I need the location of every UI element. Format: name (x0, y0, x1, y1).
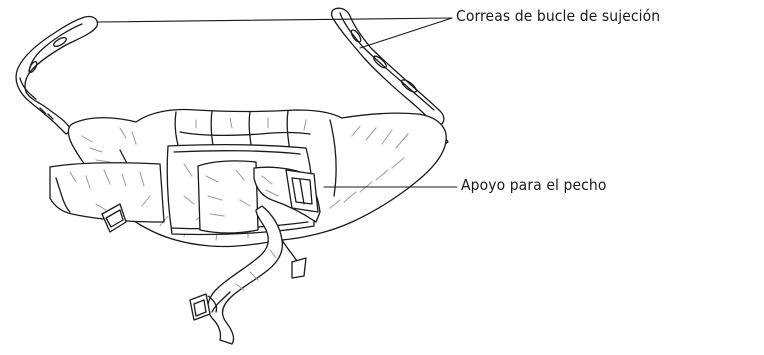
leader-line-strap-right (360, 18, 452, 48)
left-loop-strap (16, 17, 97, 134)
chest-support-pad (198, 161, 258, 233)
leader-line-strap-left (97, 18, 452, 22)
callout-label-strap-loops: Correas de bucle de sujeción (456, 7, 660, 25)
callout-label-chest-support: Apoyo para el pecho (461, 176, 607, 194)
left-flap (50, 163, 164, 232)
